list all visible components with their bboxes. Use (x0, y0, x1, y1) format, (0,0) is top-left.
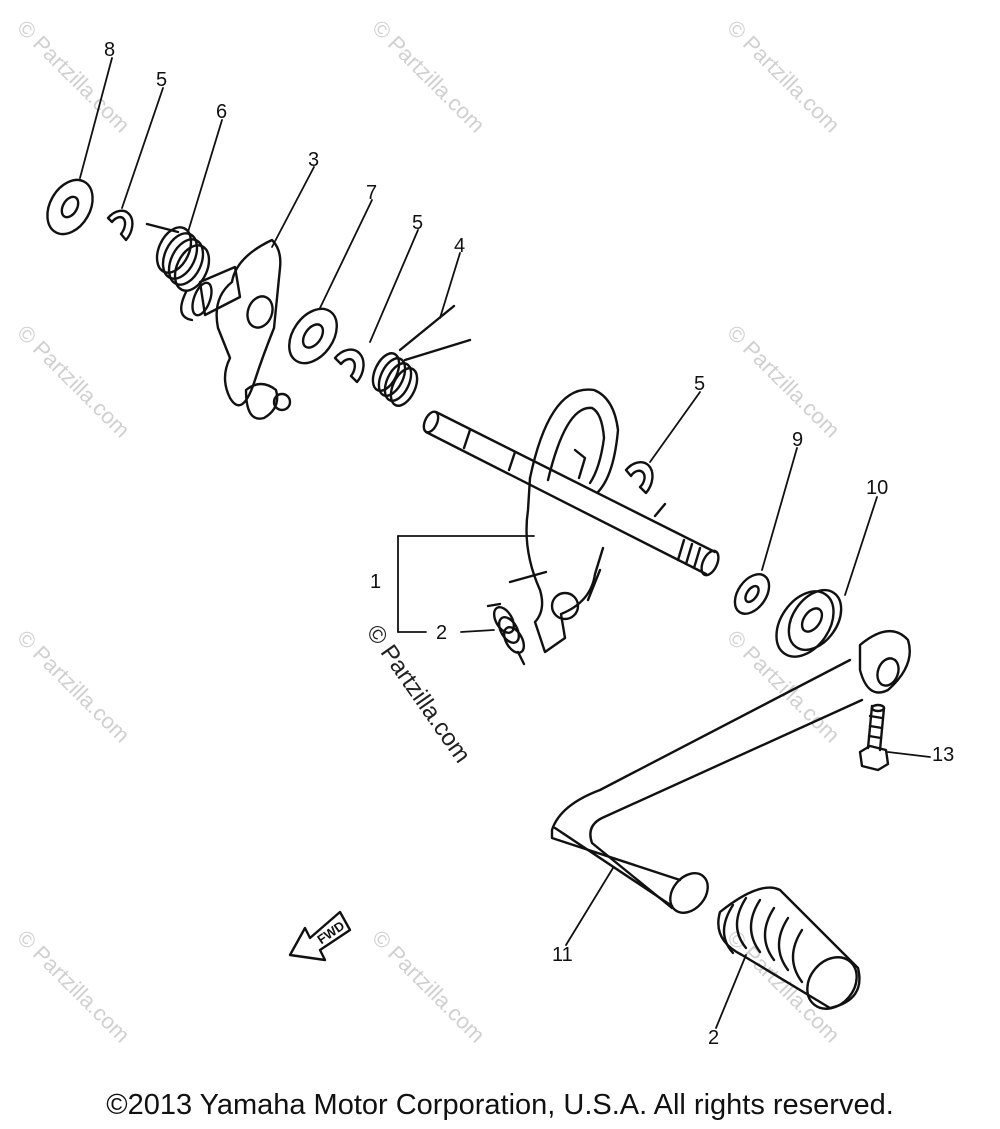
callout-3: 3 (308, 149, 320, 171)
shift-arm-3 (191, 238, 292, 420)
pedal-rubber-2 (717, 886, 861, 1010)
callout-2: 2 (708, 1027, 720, 1049)
callout-11: 11 (552, 944, 573, 966)
callout-13: 13 (932, 744, 955, 766)
callout-2: 2 (436, 622, 448, 644)
fwd-arrow-icon (288, 910, 352, 962)
callout-1: 1 (370, 571, 382, 593)
spring-4 (371, 304, 472, 407)
callout-5: 5 (156, 69, 168, 91)
washer-7 (288, 307, 338, 365)
callout-9: 9 (792, 429, 804, 451)
callout-10: 10 (866, 477, 889, 499)
copyright-notice: ©2013 Yamaha Motor Corporation, U.S.A. A… (106, 1089, 894, 1121)
spring-6 (145, 222, 211, 322)
leader-lines (79, 57, 931, 1029)
callout-7: 7 (366, 182, 378, 204)
bolt-13 (858, 703, 890, 772)
callout-4: 4 (454, 235, 466, 257)
callout-8: 8 (104, 39, 116, 61)
seal-10 (775, 588, 843, 658)
circlip-5b (333, 348, 365, 384)
callout-6: 6 (216, 101, 228, 123)
circlip-5a (106, 209, 134, 242)
washer-9 (733, 573, 771, 615)
shift-shaft-1 (422, 388, 720, 654)
callout-5: 5 (694, 373, 706, 395)
washer-8 (46, 178, 94, 236)
shift-pedal-11 (550, 630, 911, 914)
circlip-5c (624, 461, 654, 495)
callout-5: 5 (412, 212, 424, 234)
spring-2-small (486, 602, 526, 666)
